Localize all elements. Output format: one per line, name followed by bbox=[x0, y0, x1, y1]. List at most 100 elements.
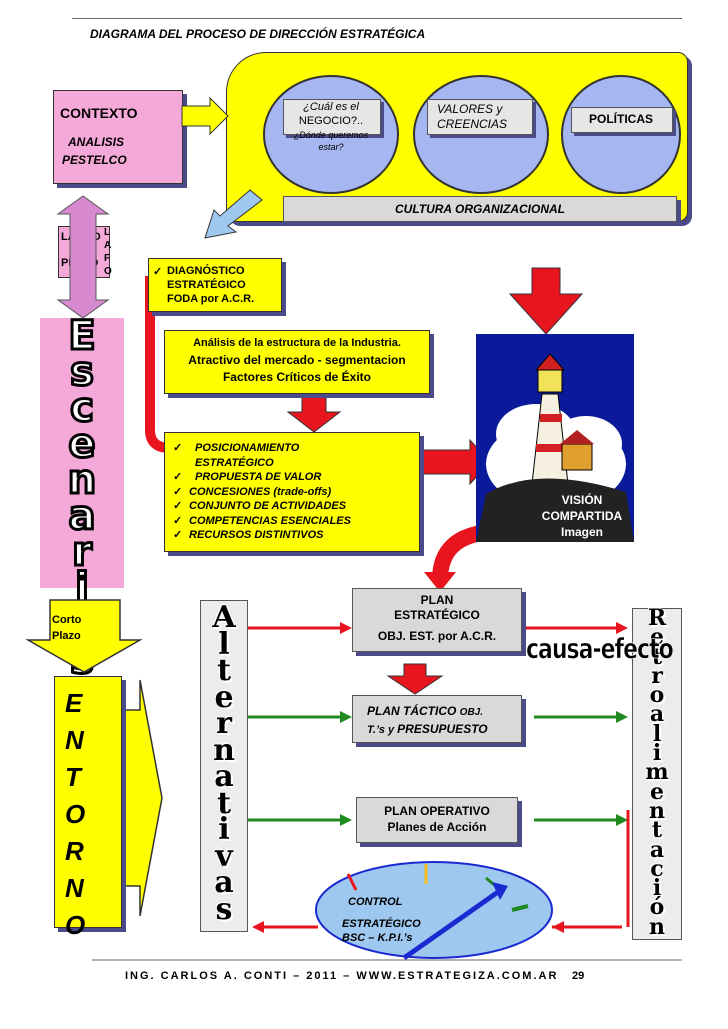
negocio-line4: estar? bbox=[318, 142, 344, 152]
valores-line1: VALORES y bbox=[437, 102, 503, 116]
posicionamiento-item: ✓ POSICIONAMIENTO bbox=[173, 442, 300, 454]
negocio-line3: ¿Dónde queremos bbox=[293, 130, 369, 140]
posicionamiento-item: ESTRATÉGICO bbox=[173, 456, 351, 471]
header-rule bbox=[72, 18, 682, 19]
check-icon: ✓ bbox=[173, 500, 183, 512]
retro-letter: e bbox=[650, 624, 664, 651]
alternativas-letter: t bbox=[217, 653, 231, 688]
retro-letter: l bbox=[652, 720, 662, 747]
vision-line3: Imagen bbox=[560, 525, 603, 539]
vision-image: VISIÓN COMPARTIDA Imagen bbox=[476, 334, 634, 542]
plan-tactico-d: PRESUPUESTO bbox=[397, 722, 488, 736]
check-icon: ✓ bbox=[173, 442, 183, 454]
negocio-circle: ¿Cuál es el NEGOCIO?.. ¿Dónde queremos e… bbox=[263, 75, 399, 194]
escenarios-letter: e bbox=[67, 421, 97, 467]
contexto-line2: PESTELCO bbox=[62, 153, 127, 167]
cultura-banner: CULTURA ORGANIZACIONAL bbox=[283, 196, 677, 222]
plazo-side-letters: L A F O bbox=[104, 227, 112, 277]
analisis-line3: Factores Críticos de Éxito bbox=[222, 370, 372, 384]
escenarios-letter: n bbox=[66, 457, 97, 503]
diagnostico-line1: DIAGNÓSTICO bbox=[167, 265, 245, 277]
alternativas-letter: v bbox=[215, 838, 233, 874]
plan-est-line1: PLAN bbox=[420, 593, 454, 607]
check-icon: ✓ bbox=[173, 529, 183, 541]
alternativas-letter: r bbox=[216, 706, 232, 741]
retro-letter: i bbox=[652, 875, 662, 902]
alternativas-letter: t bbox=[217, 785, 231, 821]
retro-letter: r bbox=[651, 662, 663, 689]
entorno-letter: N bbox=[65, 725, 84, 755]
vision-line1: VISIÓN bbox=[561, 493, 603, 507]
retro-letter: o bbox=[649, 682, 665, 709]
retro-letter: c bbox=[650, 855, 664, 882]
valores-circle: VALORES y CREENCIAS bbox=[413, 75, 549, 194]
posicionamiento-item: ✓ CONJUNTO DE ACTIVIDADES bbox=[173, 500, 347, 512]
corto-label: Corto bbox=[52, 614, 82, 626]
lighthouse-icon bbox=[476, 353, 634, 542]
retro-letter: n bbox=[649, 913, 665, 940]
alternativas-letter: A bbox=[212, 600, 236, 635]
alternativas-letter: i bbox=[218, 812, 230, 847]
analisis-box: Análisis de la estructura de la Industri… bbox=[164, 330, 430, 394]
plan-tactico-c: T.’s y bbox=[367, 724, 398, 736]
politicas-label: POLÍTICAS bbox=[588, 112, 653, 126]
entorno-letter: E bbox=[65, 688, 83, 718]
retro-letter: a bbox=[649, 701, 665, 728]
escenarios-letter: i bbox=[74, 565, 91, 611]
escenarios-letter: c bbox=[69, 385, 96, 431]
plan-tactico-box: PLAN TÁCTICO OBJ. T.’s y PRESUPUESTO bbox=[352, 695, 522, 743]
retro-letter: n bbox=[649, 797, 665, 824]
posicionamiento-item: ✓ COMPETENCIAS ESENCIALES bbox=[173, 514, 351, 527]
plan-est-line3: OBJ. EST. por A.C.R. bbox=[377, 629, 497, 643]
analisis-line2: Atractivo del mercado - segmentacion bbox=[188, 353, 406, 367]
page-title: DIAGRAMA DEL PROCESO DE DIRECCIÓN ESTRAT… bbox=[90, 27, 426, 41]
retro-letter: t bbox=[651, 643, 663, 670]
check-icon: ✓ bbox=[173, 485, 183, 498]
retro-letter: t bbox=[651, 817, 663, 844]
diagnostico-line2: ESTRATÉGICO bbox=[167, 279, 246, 291]
control-line1: CONTROL bbox=[348, 896, 403, 908]
control-line3: BSC – K.P.I.’s bbox=[342, 932, 413, 944]
retro-letter: ó bbox=[649, 894, 665, 921]
plan-operativo-box: PLAN OPERATIVO Planes de Acción bbox=[356, 797, 518, 843]
entorno-letter: N bbox=[65, 873, 84, 903]
entorno-letter: T bbox=[65, 762, 81, 792]
plan-op-line2: Planes de Acción bbox=[387, 820, 487, 834]
alternativas-letter: l bbox=[218, 626, 230, 662]
entorno-letter: R bbox=[65, 836, 84, 866]
page-number: 29 bbox=[572, 970, 585, 982]
check-icon: ✓ bbox=[173, 471, 183, 483]
vision-line2: COMPARTIDA bbox=[541, 509, 623, 523]
escenarios-letter: s bbox=[69, 349, 96, 395]
control-line2: ESTRATÉGICO bbox=[342, 918, 421, 930]
alternativas-letter: e bbox=[214, 679, 234, 715]
plazo-corto-label: Plazo bbox=[52, 630, 81, 642]
negocio-line2: NEGOCIO?.. bbox=[298, 115, 364, 127]
contexto-title: CONTEXTO bbox=[60, 105, 138, 121]
alternativas-letter: n bbox=[213, 732, 235, 768]
alternativas-letter: a bbox=[214, 865, 234, 900]
valores-line2: CREENCIAS bbox=[437, 117, 508, 131]
escenarios-letter: a bbox=[67, 493, 97, 539]
politicas-circle: POLÍTICAS bbox=[561, 75, 681, 194]
contexto-line1: ANALISIS bbox=[68, 135, 125, 149]
posicionamiento-item: ✓ CONCESIONES (trade-offs) bbox=[173, 485, 332, 498]
plan-est-line2: ESTRATÉGICO bbox=[394, 608, 480, 622]
posicionamiento-item: ✓ RECURSOS DISTINTIVOS bbox=[173, 529, 324, 541]
alternativas-letter: s bbox=[215, 891, 233, 927]
causa-efecto-label: causa-efecto bbox=[526, 634, 674, 666]
check-icon: ✓ bbox=[173, 514, 183, 527]
plan-tactico-a: PLAN TÁCTICO bbox=[367, 704, 460, 718]
posicionamiento-item: ✓ PROPUESTA DE VALOR bbox=[173, 471, 322, 483]
diagnostico-check: ✓ bbox=[153, 266, 163, 278]
alternativas-letter: a bbox=[214, 759, 234, 794]
contexto-box: CONTEXTO ANALISIS PESTELCO bbox=[53, 90, 183, 184]
retro-letter: R bbox=[647, 605, 667, 631]
cultura-banner-text: CULTURA ORGANIZACIONAL bbox=[395, 202, 565, 216]
plan-tactico-b: OBJ. bbox=[459, 707, 484, 718]
entorno-letter: O bbox=[65, 910, 86, 940]
entorno-letter: O bbox=[65, 799, 86, 829]
retro-letter: m bbox=[645, 759, 669, 786]
